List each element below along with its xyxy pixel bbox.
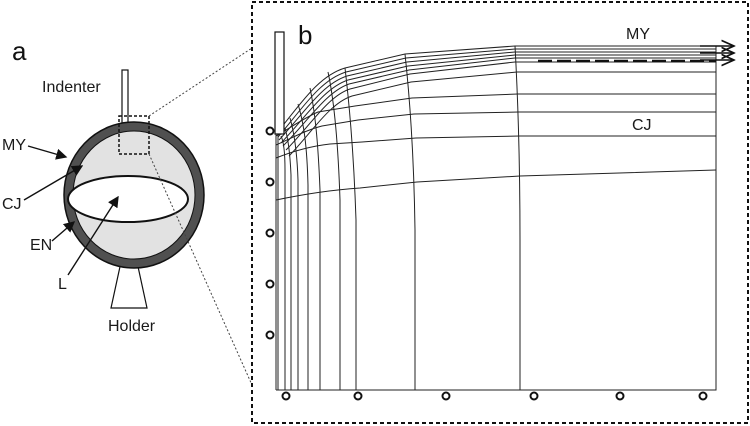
roller-support	[441, 391, 451, 401]
cj-arrow	[23, 165, 84, 201]
roller-support	[615, 391, 625, 401]
l-label: L	[58, 276, 67, 293]
roller-support	[265, 279, 275, 289]
panel-b-label: b	[298, 20, 312, 50]
roller-support	[353, 391, 363, 401]
panel-a-label: a	[12, 36, 27, 66]
left-edge-supports	[265, 126, 275, 340]
my-arrow	[27, 145, 68, 160]
my-label-detail: MY	[626, 26, 650, 43]
fe-mesh	[275, 45, 717, 391]
cj-label: CJ	[2, 196, 22, 213]
en-arrow	[51, 221, 76, 242]
roller-support	[265, 126, 275, 136]
panel-b-frame	[251, 1, 749, 424]
holder-label: Holder	[108, 318, 156, 335]
roller-support	[529, 391, 539, 401]
roller-support	[281, 391, 291, 401]
indenter-rod-detail	[274, 31, 285, 135]
roller-support	[265, 228, 275, 238]
indenter-rod	[121, 69, 129, 131]
lumen-endometrium	[67, 175, 189, 223]
roller-support	[698, 391, 708, 401]
my-label: MY	[2, 137, 26, 154]
cj-label-detail: CJ	[632, 117, 652, 134]
panel-b: b	[251, 1, 749, 424]
indenter-label: Indenter	[42, 79, 101, 96]
panel-a: a Indenter Holder MY CJ EN L	[2, 36, 253, 386]
roller-support	[265, 330, 275, 340]
bottom-edge-supports	[281, 391, 708, 401]
zoom-connector-top	[148, 47, 253, 117]
roller-support	[265, 177, 275, 187]
zoom-region-box	[118, 115, 150, 155]
surface-arrows	[700, 46, 734, 60]
en-label: EN	[30, 237, 52, 254]
holder	[110, 261, 148, 309]
l-arrow	[67, 195, 119, 276]
